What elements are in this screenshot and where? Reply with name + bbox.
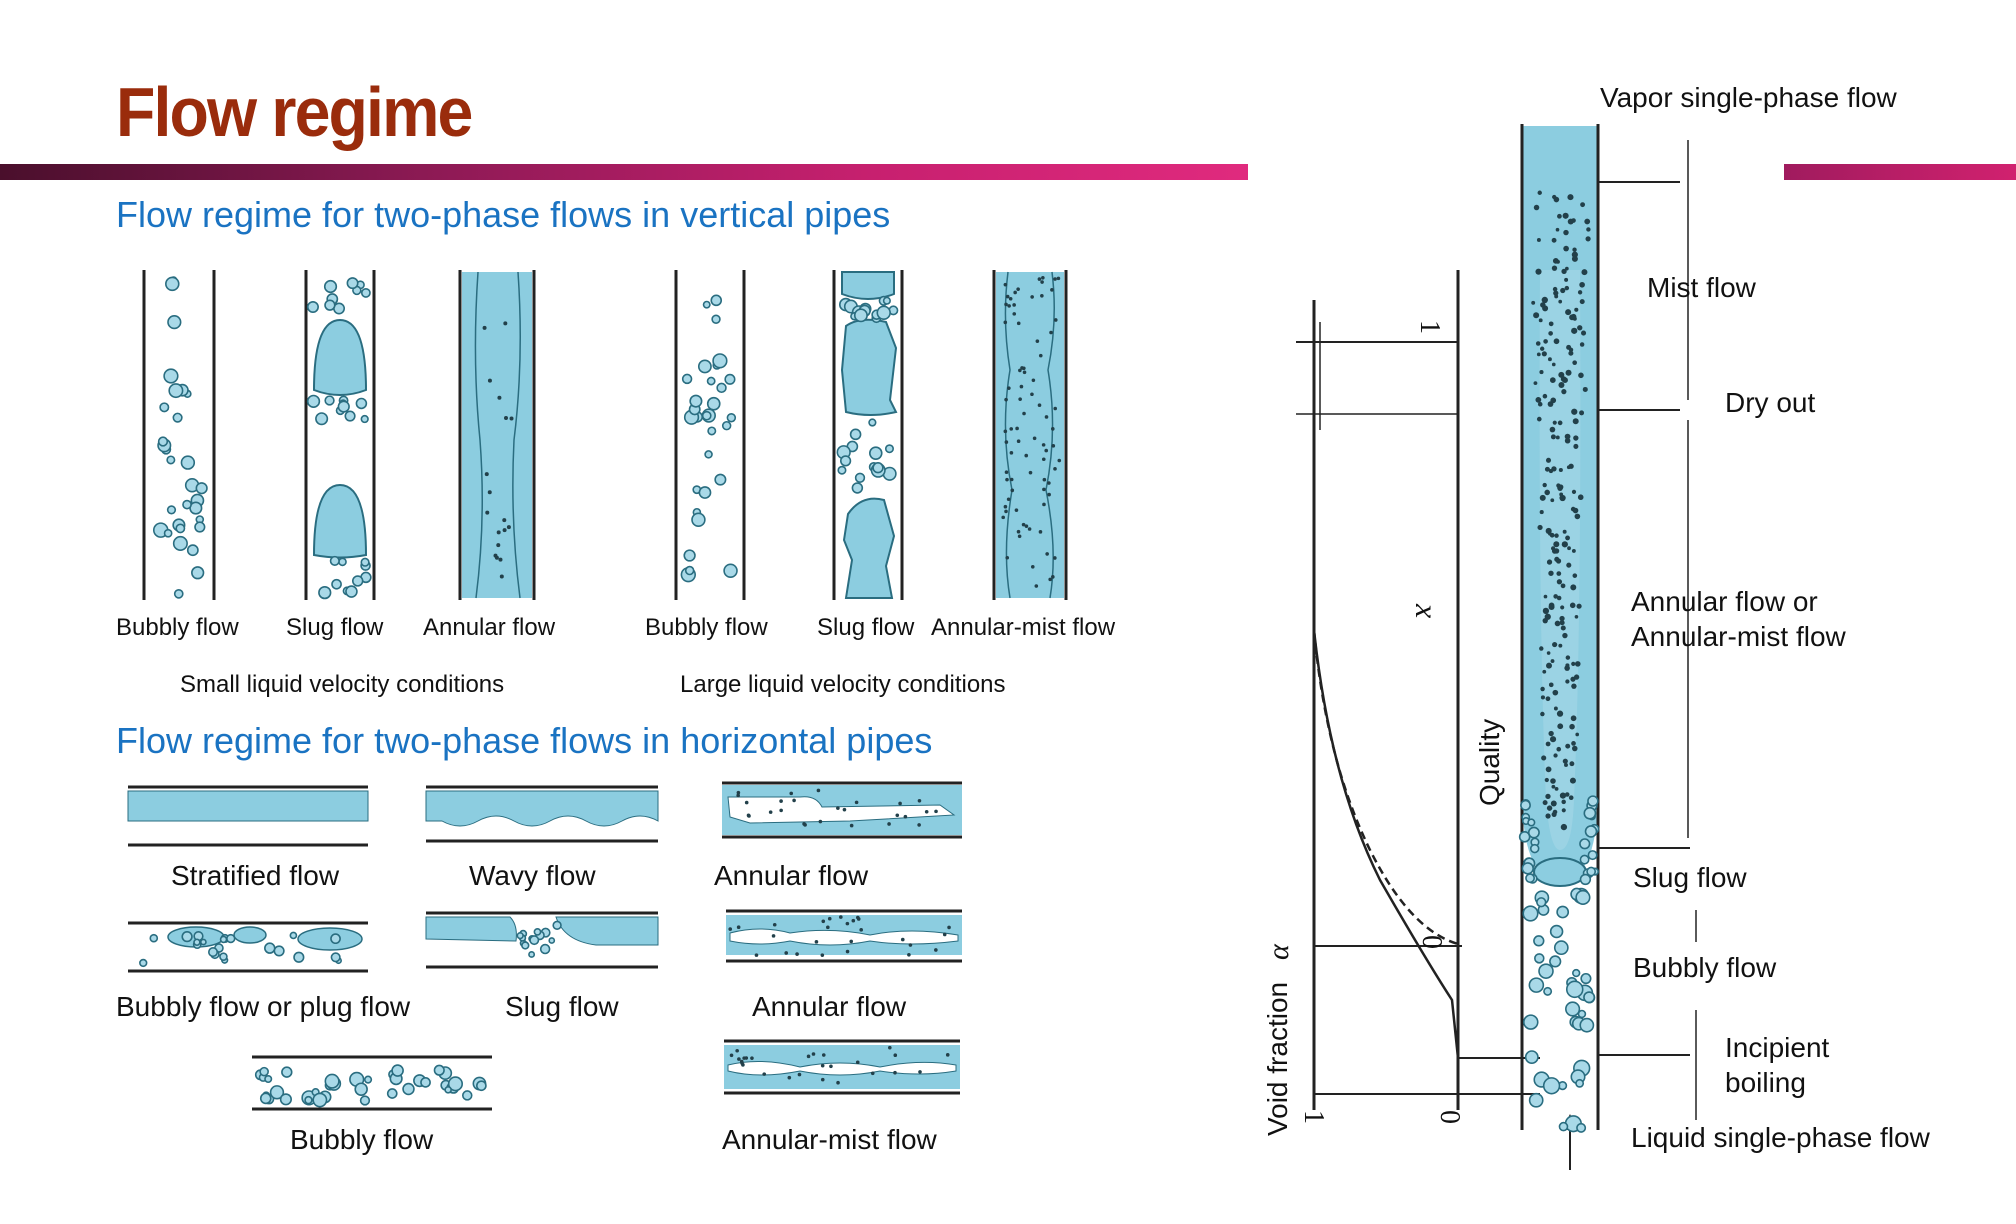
hpipe-bubbly-plug (128, 921, 368, 973)
large-velocity-caption: Large liquid velocity conditions (680, 671, 1006, 698)
hpipe-stratified (127, 785, 369, 847)
vertical-pipe-bubbly-small (142, 270, 216, 600)
vpipe-label-annular-mist-large: Annular-mist flow (931, 614, 1116, 641)
vertical-pipe-annular-mist-large (992, 270, 1068, 600)
quality-axis-label: Quality (1474, 718, 1505, 806)
label-annular-line2: Annular-mist flow (1631, 621, 1846, 652)
vpipe-label-slug-small: Slug flow (286, 614, 384, 641)
hpipe-label-annular-1: Annular flow (714, 860, 869, 891)
label-dry-out: Dry out (1725, 387, 1816, 418)
vpipe-label-slug-large: Slug flow (817, 614, 915, 641)
horizontal-pipes-heading: Flow regime for two-phase flows in horiz… (116, 720, 933, 761)
label-incipient-line2: boiling (1725, 1067, 1806, 1098)
quality-tick-zero: 0 (1416, 935, 1447, 949)
vertical-pipe-annular-small (458, 270, 536, 600)
hpipe-wavy (425, 785, 659, 843)
label-vapor-single-phase: Vapor single-phase flow (1600, 82, 1897, 113)
hpipe-annular-2 (726, 909, 962, 963)
void-axis-label: Void fraction (1262, 981, 1293, 1136)
void-tick-one: 1 (1298, 1110, 1329, 1124)
hpipe-label-annular-mist: Annular-mist flow (722, 1124, 937, 1155)
slide-title: Flow regime (116, 73, 473, 151)
hpipe-label-annular-2: Annular flow (752, 991, 907, 1022)
hpipe-annular-1 (722, 781, 962, 839)
vertical-pipes-heading: Flow regime for two-phase flows in verti… (116, 194, 891, 235)
vertical-pipes-figure (142, 270, 1068, 600)
hpipe-label-stratified: Stratified flow (171, 860, 340, 891)
hpipe-bubbly (252, 1055, 492, 1111)
void-tick-zero: 0 (1434, 1110, 1465, 1124)
vertical-pipe-bubbly-large (674, 270, 746, 600)
hpipe-label-bubbly-plug: Bubbly flow or plug flow (116, 991, 411, 1022)
label-slug-flow: Slug flow (1633, 862, 1747, 893)
title-divider-bar-right (1784, 164, 2016, 180)
label-incipient-line1: Incipient (1725, 1032, 1830, 1063)
label-mist-flow: Mist flow (1647, 272, 1756, 303)
vpipe-label-bubbly-large: Bubbly flow (645, 614, 768, 641)
horizontal-pipes-figure (127, 781, 962, 1111)
small-velocity-caption: Small liquid velocity conditions (180, 671, 505, 698)
void-symbol: α (1262, 944, 1295, 960)
hpipe-label-wavy: Wavy flow (469, 860, 596, 891)
label-bubbly-flow: Bubbly flow (1633, 952, 1777, 983)
vertical-pipe-slug-small (304, 270, 376, 600)
title-divider-bar (0, 164, 1248, 180)
quality-symbol: x (1409, 604, 1445, 619)
hpipe-label-bubbly: Bubbly flow (290, 1124, 434, 1155)
hpipe-slug (425, 911, 659, 969)
hpipe-annular-mist (724, 1039, 960, 1095)
vpipe-label-annular-small: Annular flow (423, 614, 556, 641)
label-liquid-single-phase: Liquid single-phase flow (1631, 1122, 1930, 1153)
vertical-pipe-slug-large (832, 270, 904, 600)
void-quality-diagram (1296, 270, 1540, 1110)
label-annular-line1: Annular flow or (1631, 586, 1818, 617)
heated-tube-figure (1518, 124, 1697, 1170)
quality-tick-one: 1 (1414, 320, 1445, 334)
hpipe-label-slug: Slug flow (505, 991, 619, 1022)
vpipe-label-bubbly-small: Bubbly flow (116, 614, 239, 641)
